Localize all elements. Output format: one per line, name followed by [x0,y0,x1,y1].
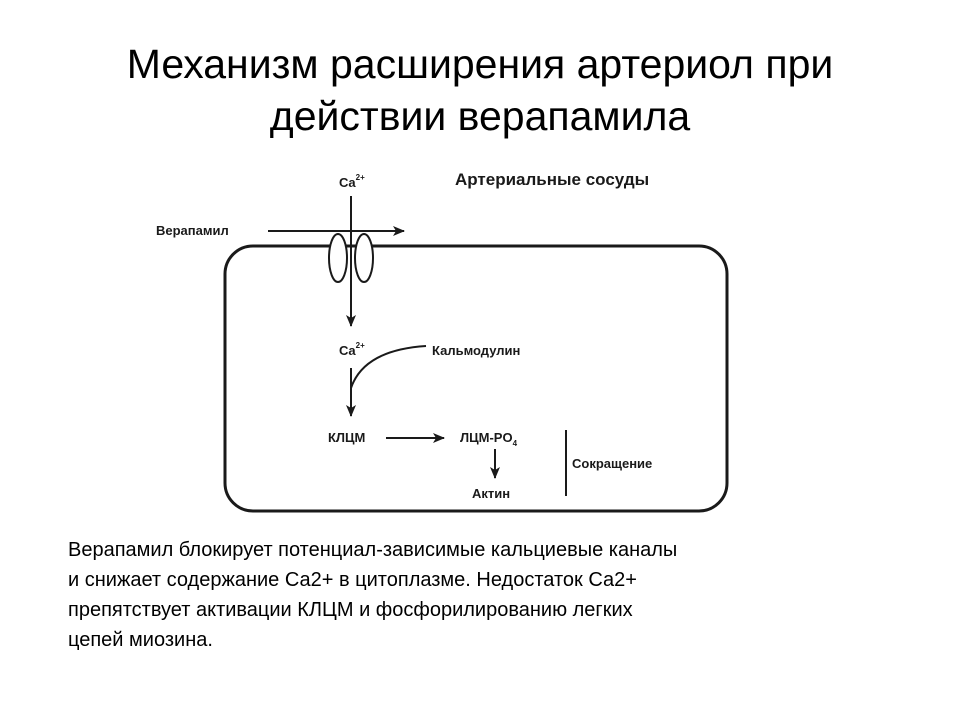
caption-line-2: и снижает содержание Са2+ в цитоплазме. … [68,569,637,591]
caption-line-4: цепей миозина. [68,629,213,651]
ca-outside-base: Ca [339,175,356,190]
actin-label: Актин [472,486,510,501]
calcium-channel [328,233,374,283]
contraction-label: Сокращение [572,456,652,471]
diagram-heading: Артериальные сосуды [455,170,649,189]
ca-outside-label: Ca2+ [339,173,365,190]
calmodulin-arrow [350,345,427,389]
title-line-1: Механизм расширения артериол при [126,41,834,87]
channel-left-subunit [328,233,348,283]
cell-membrane [223,244,729,513]
caption-line-3: препятствует активации КЛЦМ и фосфорилир… [68,599,633,621]
ca-outside-charge: 2+ [356,173,365,182]
lcm-po4-sub: 4 [513,439,518,448]
verapamil-label: Верапамил [156,223,229,238]
title-line-2: действии верапамила [269,93,691,139]
caption-line-1: Верапамил блокирует потенциал-зависимые … [68,539,678,561]
lcm-po4-base: ЛЦМ-PO [460,430,513,445]
channel-right-subunit [354,233,374,283]
lcm-po4-label: ЛЦМ-PO4 [460,430,518,448]
ca-inside-label: Ca2+ [339,341,365,358]
ca-inside-charge: 2+ [356,341,365,350]
klcm-label: КЛЦМ [328,430,365,445]
page-title: Механизм расширения артериол при действи… [0,38,960,142]
calmodulin-label: Кальмодулин [432,343,520,358]
description-text: Верапамил блокирует потенциал-зависимые … [68,535,898,655]
ca-inside-base: Ca [339,343,356,358]
